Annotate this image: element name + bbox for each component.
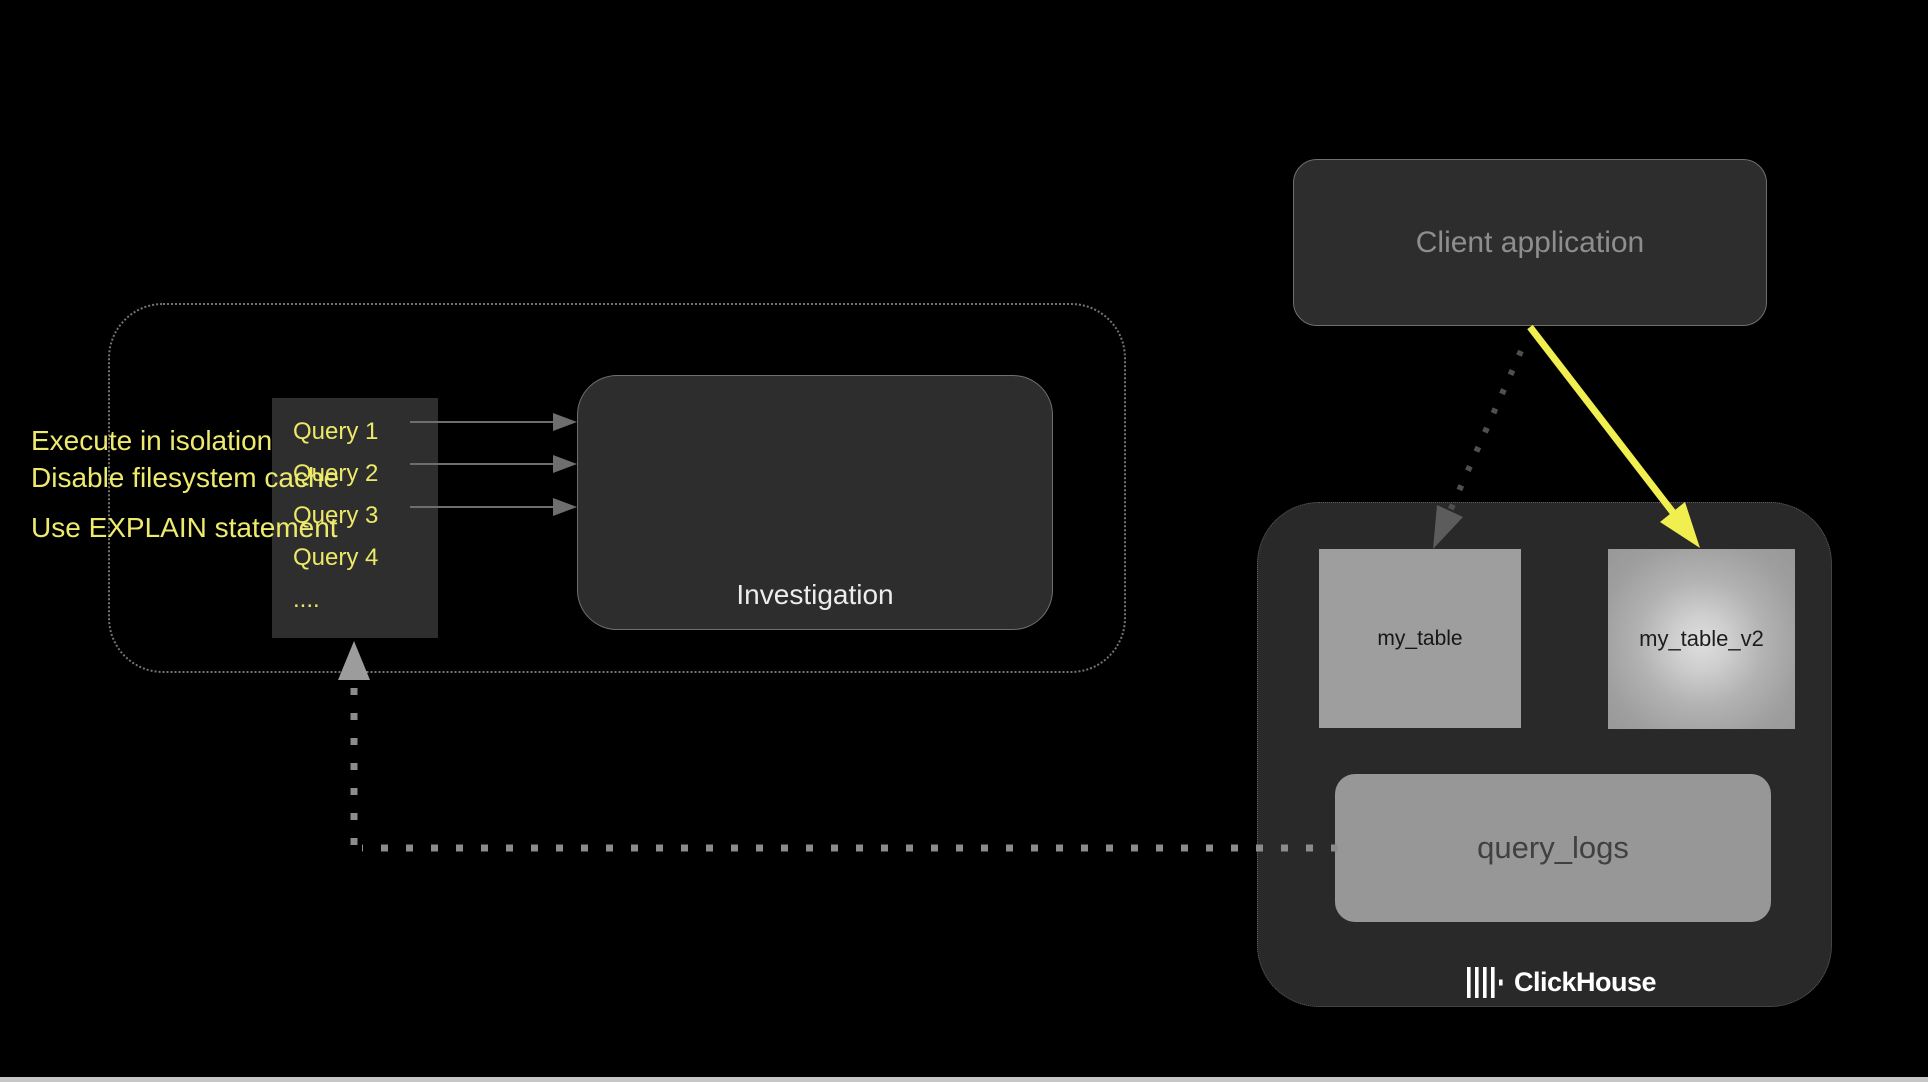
clickhouse-logo-icon	[1467, 966, 1503, 998]
query-item-more: ....	[293, 586, 320, 613]
query-item-4: Query 4	[293, 544, 379, 571]
client-application-box: Client application	[1293, 159, 1767, 326]
query-item-1: Query 1	[293, 418, 379, 445]
query-logs-label: query_logs	[1477, 830, 1629, 865]
query-item-3: Query 3	[293, 502, 379, 529]
query-logs-box: query_logs	[1335, 774, 1771, 922]
investigation-panel	[577, 375, 1053, 630]
my-table-label: my_table	[1377, 626, 1463, 650]
my-table-box: my_table	[1319, 549, 1521, 728]
clickhouse-brand: ClickHouse	[1467, 962, 1657, 1002]
investigation-step-3: Use EXPLAIN statement	[31, 512, 338, 543]
queries-list-box: Query 1 Query 2 Query 3 Query 4 ....	[272, 398, 438, 638]
clickhouse-brand-label: ClickHouse	[1514, 966, 1657, 997]
investigation-label: Investigation	[736, 579, 894, 610]
investigation-step-1: Execute in isolation	[31, 425, 273, 456]
client-application-label: Client application	[1415, 225, 1645, 259]
query-item-2: Query 2	[293, 460, 379, 487]
my-table-v2-box: my_table_v2	[1608, 549, 1795, 729]
bottom-edge-strip	[0, 1077, 1928, 1082]
my-table-v2-label: my_table_v2	[1639, 626, 1764, 651]
investigation-step-2: Disable filesystem cache	[31, 462, 340, 493]
investigation-dotted-frame	[108, 303, 1126, 673]
